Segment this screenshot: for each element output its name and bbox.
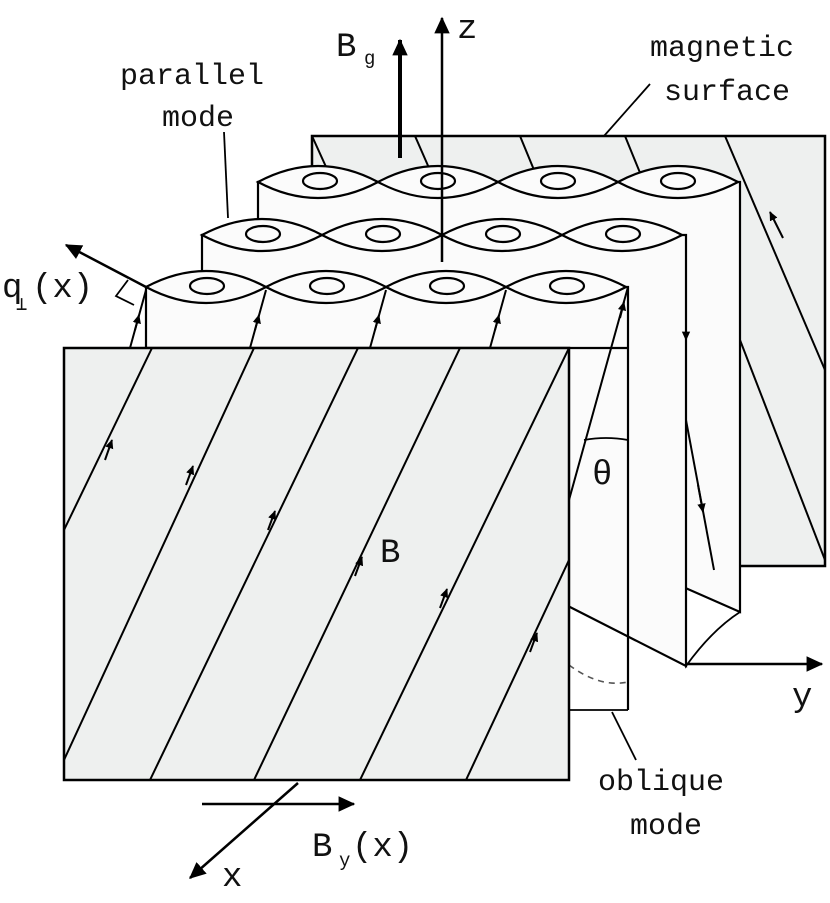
bg-subscript: g — [364, 48, 375, 70]
bg-label: B — [336, 29, 356, 67]
tube — [199, 217, 325, 253]
by-subscript: y — [339, 850, 350, 872]
field-arrow — [104, 439, 114, 461]
magnetic-surface-label-line1: magnetic — [650, 32, 794, 66]
tube — [503, 269, 629, 305]
oblique-mode-leader — [611, 711, 637, 761]
field-arrow — [529, 632, 539, 653]
by-argument: (x) — [352, 829, 413, 867]
field-arrow — [252, 314, 261, 331]
tube — [383, 269, 509, 305]
q-perp-arrow — [64, 243, 147, 289]
tube-row-front — [129, 269, 630, 711]
field-arrow — [769, 211, 784, 239]
q-perp-argument: (x) — [32, 270, 93, 308]
oblique-mode-label-line2: mode — [630, 810, 702, 844]
field-arrow — [617, 301, 627, 319]
theta-arc — [583, 437, 629, 441]
tube — [559, 217, 685, 253]
y-axis-label: y — [792, 679, 812, 717]
tube — [263, 269, 389, 305]
parallel-mode-label-line2: mode — [162, 102, 234, 136]
field-arrow — [697, 484, 706, 513]
field-arrow — [354, 556, 364, 577]
magnetic-surface-label-line2: surface — [664, 76, 790, 110]
oblique-mode-label-line1: oblique — [598, 766, 724, 800]
field-arrow — [132, 314, 141, 331]
x-axis — [189, 782, 299, 879]
magnetic-surface-leader — [603, 83, 651, 137]
tube — [615, 164, 741, 200]
field-arrow — [439, 588, 449, 609]
tube — [255, 164, 381, 200]
parallel-mode-leader — [223, 131, 229, 219]
q-perp-label: q — [2, 270, 22, 308]
field-arrow — [492, 314, 501, 331]
q-perp-subscript: ⊥ — [16, 294, 27, 316]
z-axis-label: z — [457, 11, 477, 49]
parallel-mode-label-line1: parallel — [120, 60, 264, 94]
x-axis-label: x — [222, 859, 242, 897]
tube — [439, 217, 565, 253]
theta-label: θ — [592, 457, 612, 495]
tube — [495, 164, 621, 200]
front-field-lines — [64, 348, 569, 780]
field-arrow — [185, 465, 195, 486]
hidden-contour — [568, 664, 629, 685]
by-label: B — [312, 829, 332, 867]
field-arrow — [267, 510, 277, 531]
field-label: B — [380, 535, 400, 573]
front-surface-panel — [62, 346, 571, 782]
field-arrow — [372, 314, 381, 331]
right-angle-mark — [114, 279, 135, 306]
